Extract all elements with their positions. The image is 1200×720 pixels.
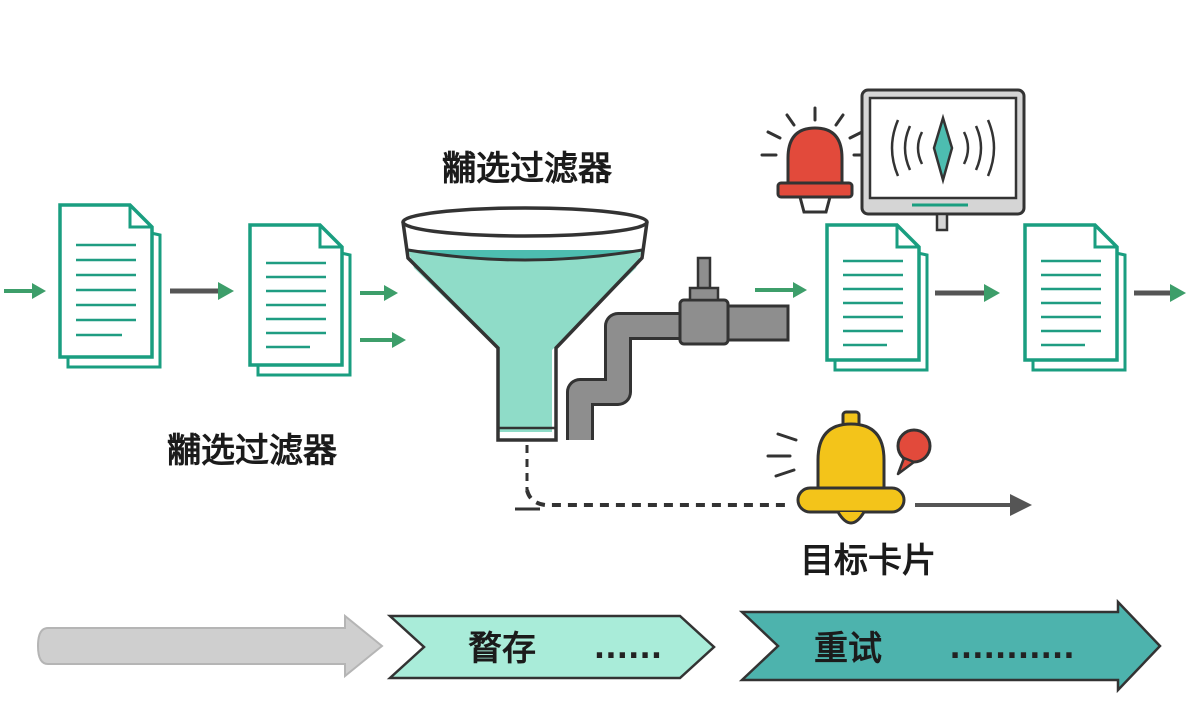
arrow-icon-out-right: [1134, 284, 1186, 302]
document-icon-1: [58, 203, 162, 369]
target-card-label: 目标卡片: [800, 541, 936, 581]
stage-label-2: 瞀存: [468, 629, 536, 669]
document-icon-2: [248, 223, 352, 377]
arrow-icon-in-left: [4, 283, 46, 299]
filter-title-left: 黼选过滤器: [167, 431, 338, 471]
arrow-icon-doc2-out-2: [360, 332, 406, 348]
bell-icon: [766, 410, 932, 525]
document-icon-4: [1023, 223, 1127, 372]
monitor-icon: [860, 88, 1026, 232]
pipe-icon: [566, 304, 790, 440]
filter-title-top: 黼选过滤器: [442, 149, 613, 189]
stage-dots-3: ...........: [949, 631, 1074, 666]
arrow-icon-doc2-out-1: [360, 285, 398, 301]
valve-icon: [678, 256, 730, 346]
stage-label-3: 重试: [814, 629, 882, 669]
stage-arrow-1: [36, 613, 384, 679]
stage-arrow-3: 重试 ...........: [738, 598, 1162, 694]
stage-dots-2: ......: [594, 631, 662, 666]
document-icon-3: [825, 223, 929, 372]
drop-path-dashed: [515, 445, 1032, 516]
arrow-icon-doc3-doc4: [935, 284, 1000, 302]
funnel-icon: [401, 206, 649, 442]
alarm-light-icon: [760, 106, 870, 214]
arrow-icon-pipe-doc3: [755, 282, 807, 298]
stage-arrow-2: 瞀存 ......: [386, 614, 716, 680]
arrow-icon-doc1-doc2: [170, 282, 234, 300]
